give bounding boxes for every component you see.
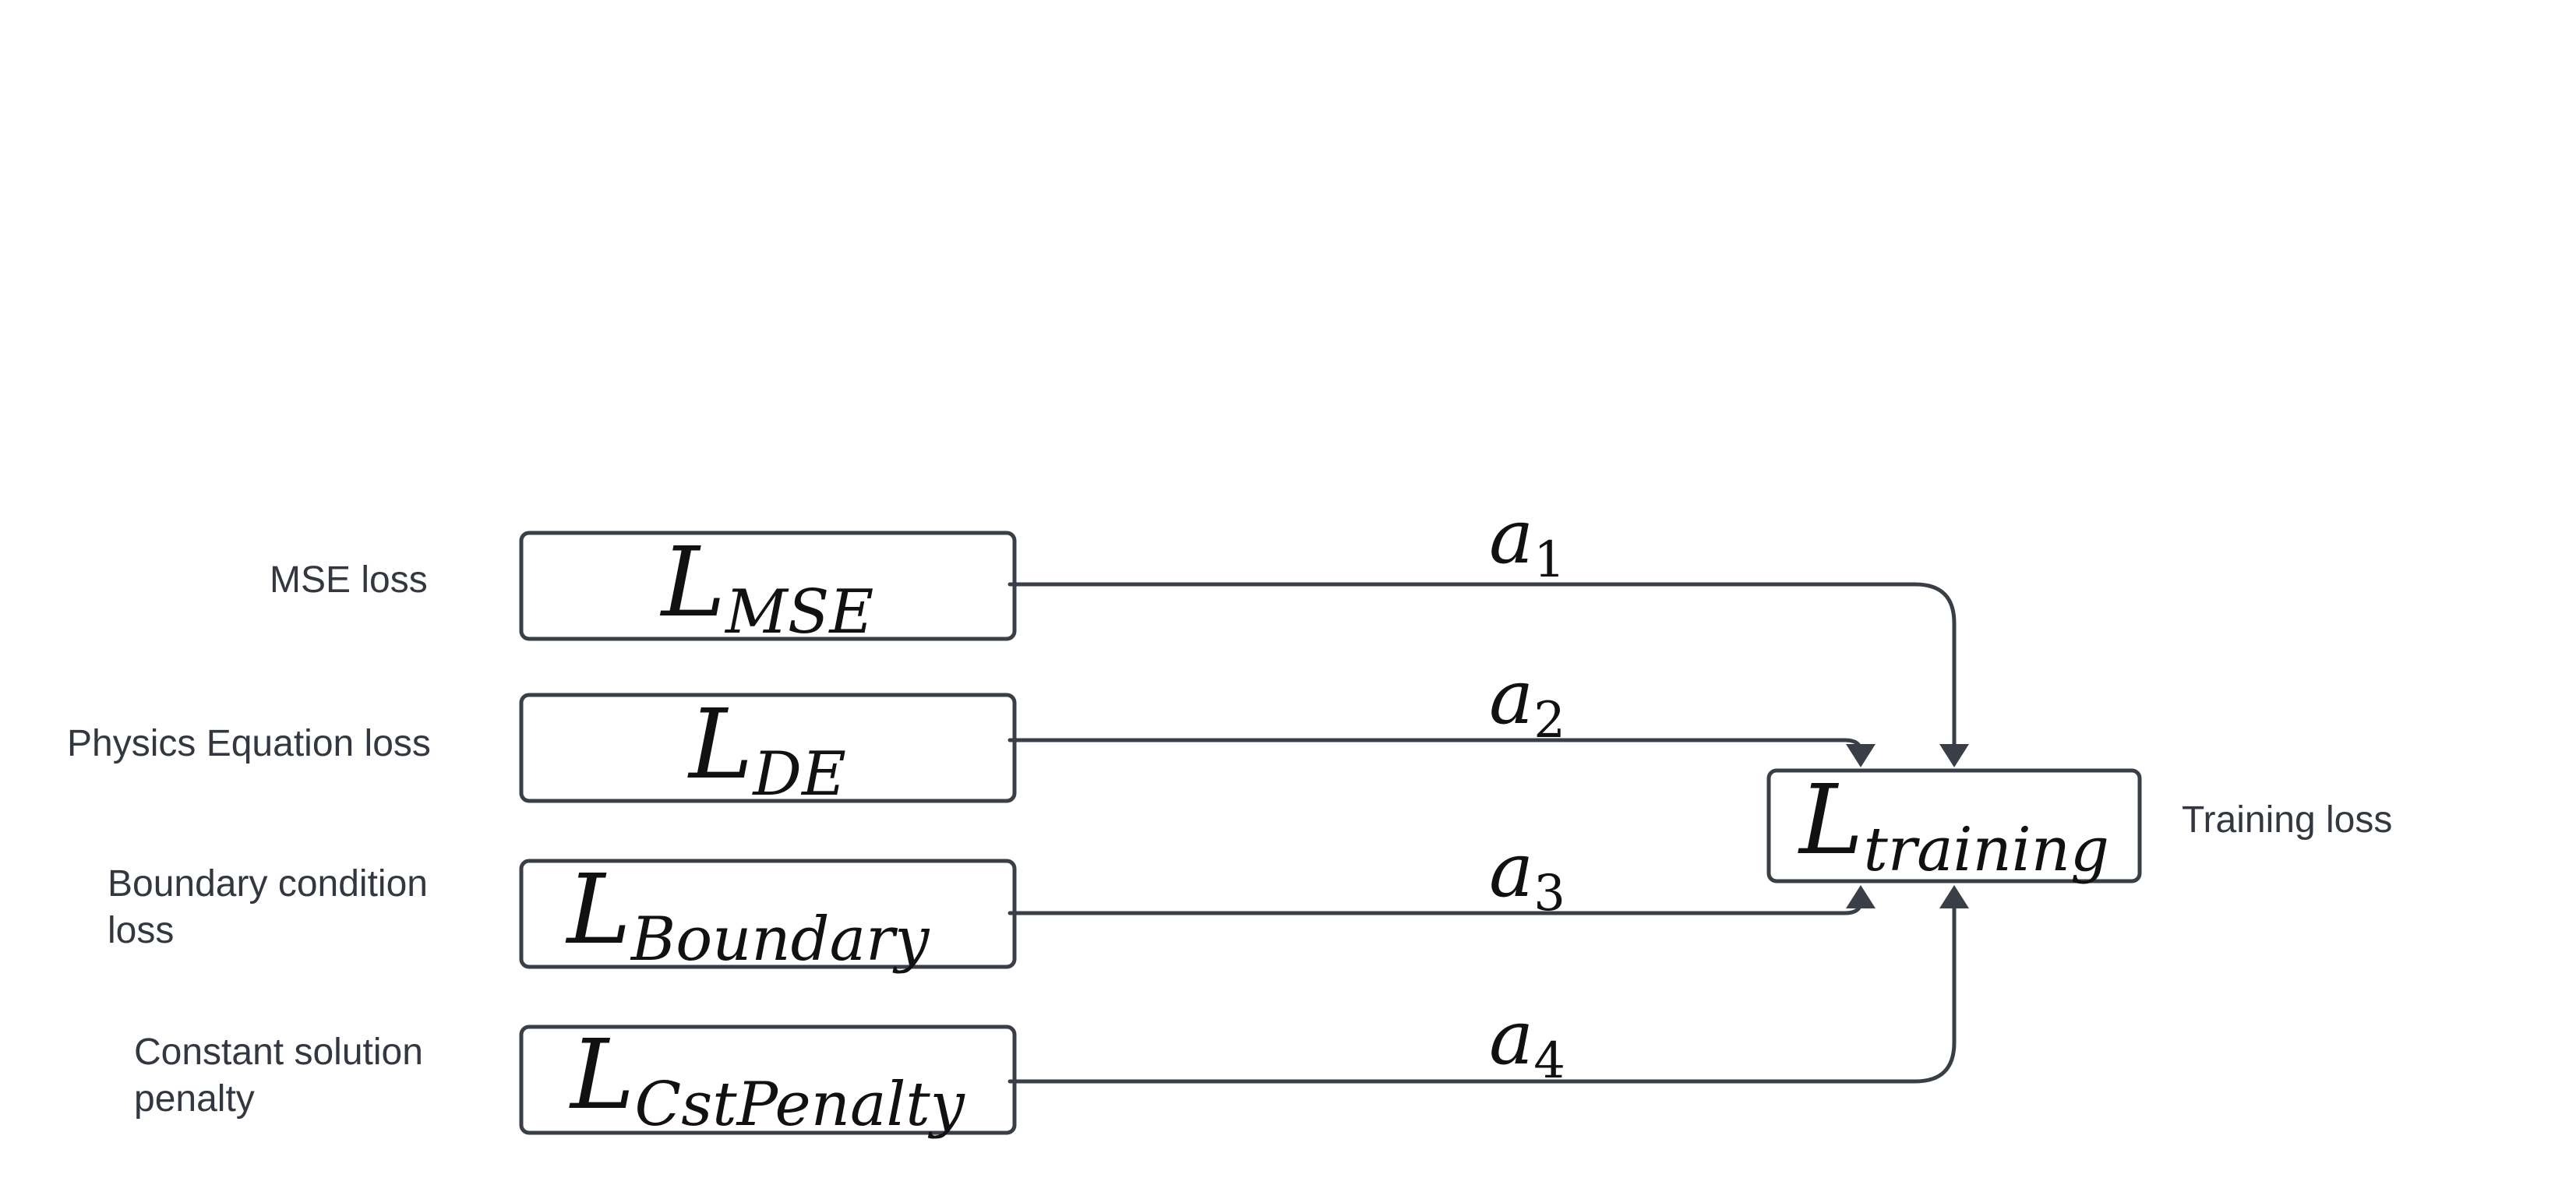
weight-a4: a4 [1489, 994, 1565, 1090]
weight-a1: a1 [1489, 493, 1565, 589]
input-row-boundary: Boundary condition loss LBoundary a3 [108, 827, 1876, 975]
symbol-l-training-main: L [1798, 764, 1863, 876]
symbol-l-de-main: L [687, 689, 753, 801]
edge-boundary-to-training [1007, 899, 1863, 915]
label-boundary-line-2: loss [108, 910, 174, 951]
weight-a2-main: a [1489, 654, 1533, 741]
weight-a1-main: a [1489, 493, 1533, 580]
symbol-l-cstpenalty-sub: CstPenalty [635, 1070, 965, 1140]
label-mse-line-1: MSE loss [270, 559, 428, 601]
weight-a1-sub: 1 [1533, 531, 1565, 589]
arrowhead-boundary [1846, 885, 1876, 908]
input-row-penalty: Constant solution penalty LCstPenalty a4 [134, 885, 1969, 1140]
arrowhead-de [1846, 744, 1876, 767]
weight-a3-main: a [1489, 827, 1533, 914]
input-row-de: Physics Equation loss LDE a2 [67, 654, 1876, 809]
symbol-l-mse: LMSE [660, 527, 874, 647]
symbol-l-training: Ltraining [1798, 764, 2109, 885]
weight-a2: a2 [1489, 654, 1565, 749]
symbol-l-boundary: LBoundary [566, 854, 930, 975]
weight-a3: a3 [1489, 827, 1565, 922]
box-l-de [519, 693, 1017, 803]
symbol-l-boundary-sub: Boundary [630, 905, 930, 975]
symbol-l-training-sub: training [1863, 815, 2108, 885]
symbol-l-cstpenalty: LCstPenalty [569, 1019, 965, 1140]
input-row-mse: MSE loss LMSE a1 [270, 493, 1969, 767]
symbol-l-mse-main: L [660, 527, 725, 639]
label-penalty-line-1: Constant solution [134, 1032, 423, 1073]
edge-mse-to-training [1007, 582, 1957, 746]
label-boundary-line-1: Boundary condition [108, 863, 428, 905]
edge-penalty-to-training [1007, 906, 1957, 1084]
label-de-line-1: Physics Equation loss [67, 723, 431, 764]
symbol-l-mse-sub: MSE [724, 577, 873, 647]
symbol-l-boundary-main: L [566, 854, 631, 966]
arrowhead-penalty [1939, 885, 1969, 908]
symbol-l-cstpenalty-main: L [569, 1019, 634, 1131]
box-l-training [1766, 768, 2142, 883]
label-training-loss: Training loss [2182, 799, 2392, 841]
edge-de-to-training [1007, 738, 1863, 754]
weight-a4-main: a [1489, 994, 1533, 1081]
symbol-l-de-sub: DE [751, 739, 845, 809]
symbol-l-de: LDE [687, 689, 846, 809]
label-penalty-line-2: penalty [134, 1078, 255, 1120]
arrowhead-mse [1939, 744, 1969, 767]
output-training: Ltraining Training loss [1766, 764, 2392, 885]
